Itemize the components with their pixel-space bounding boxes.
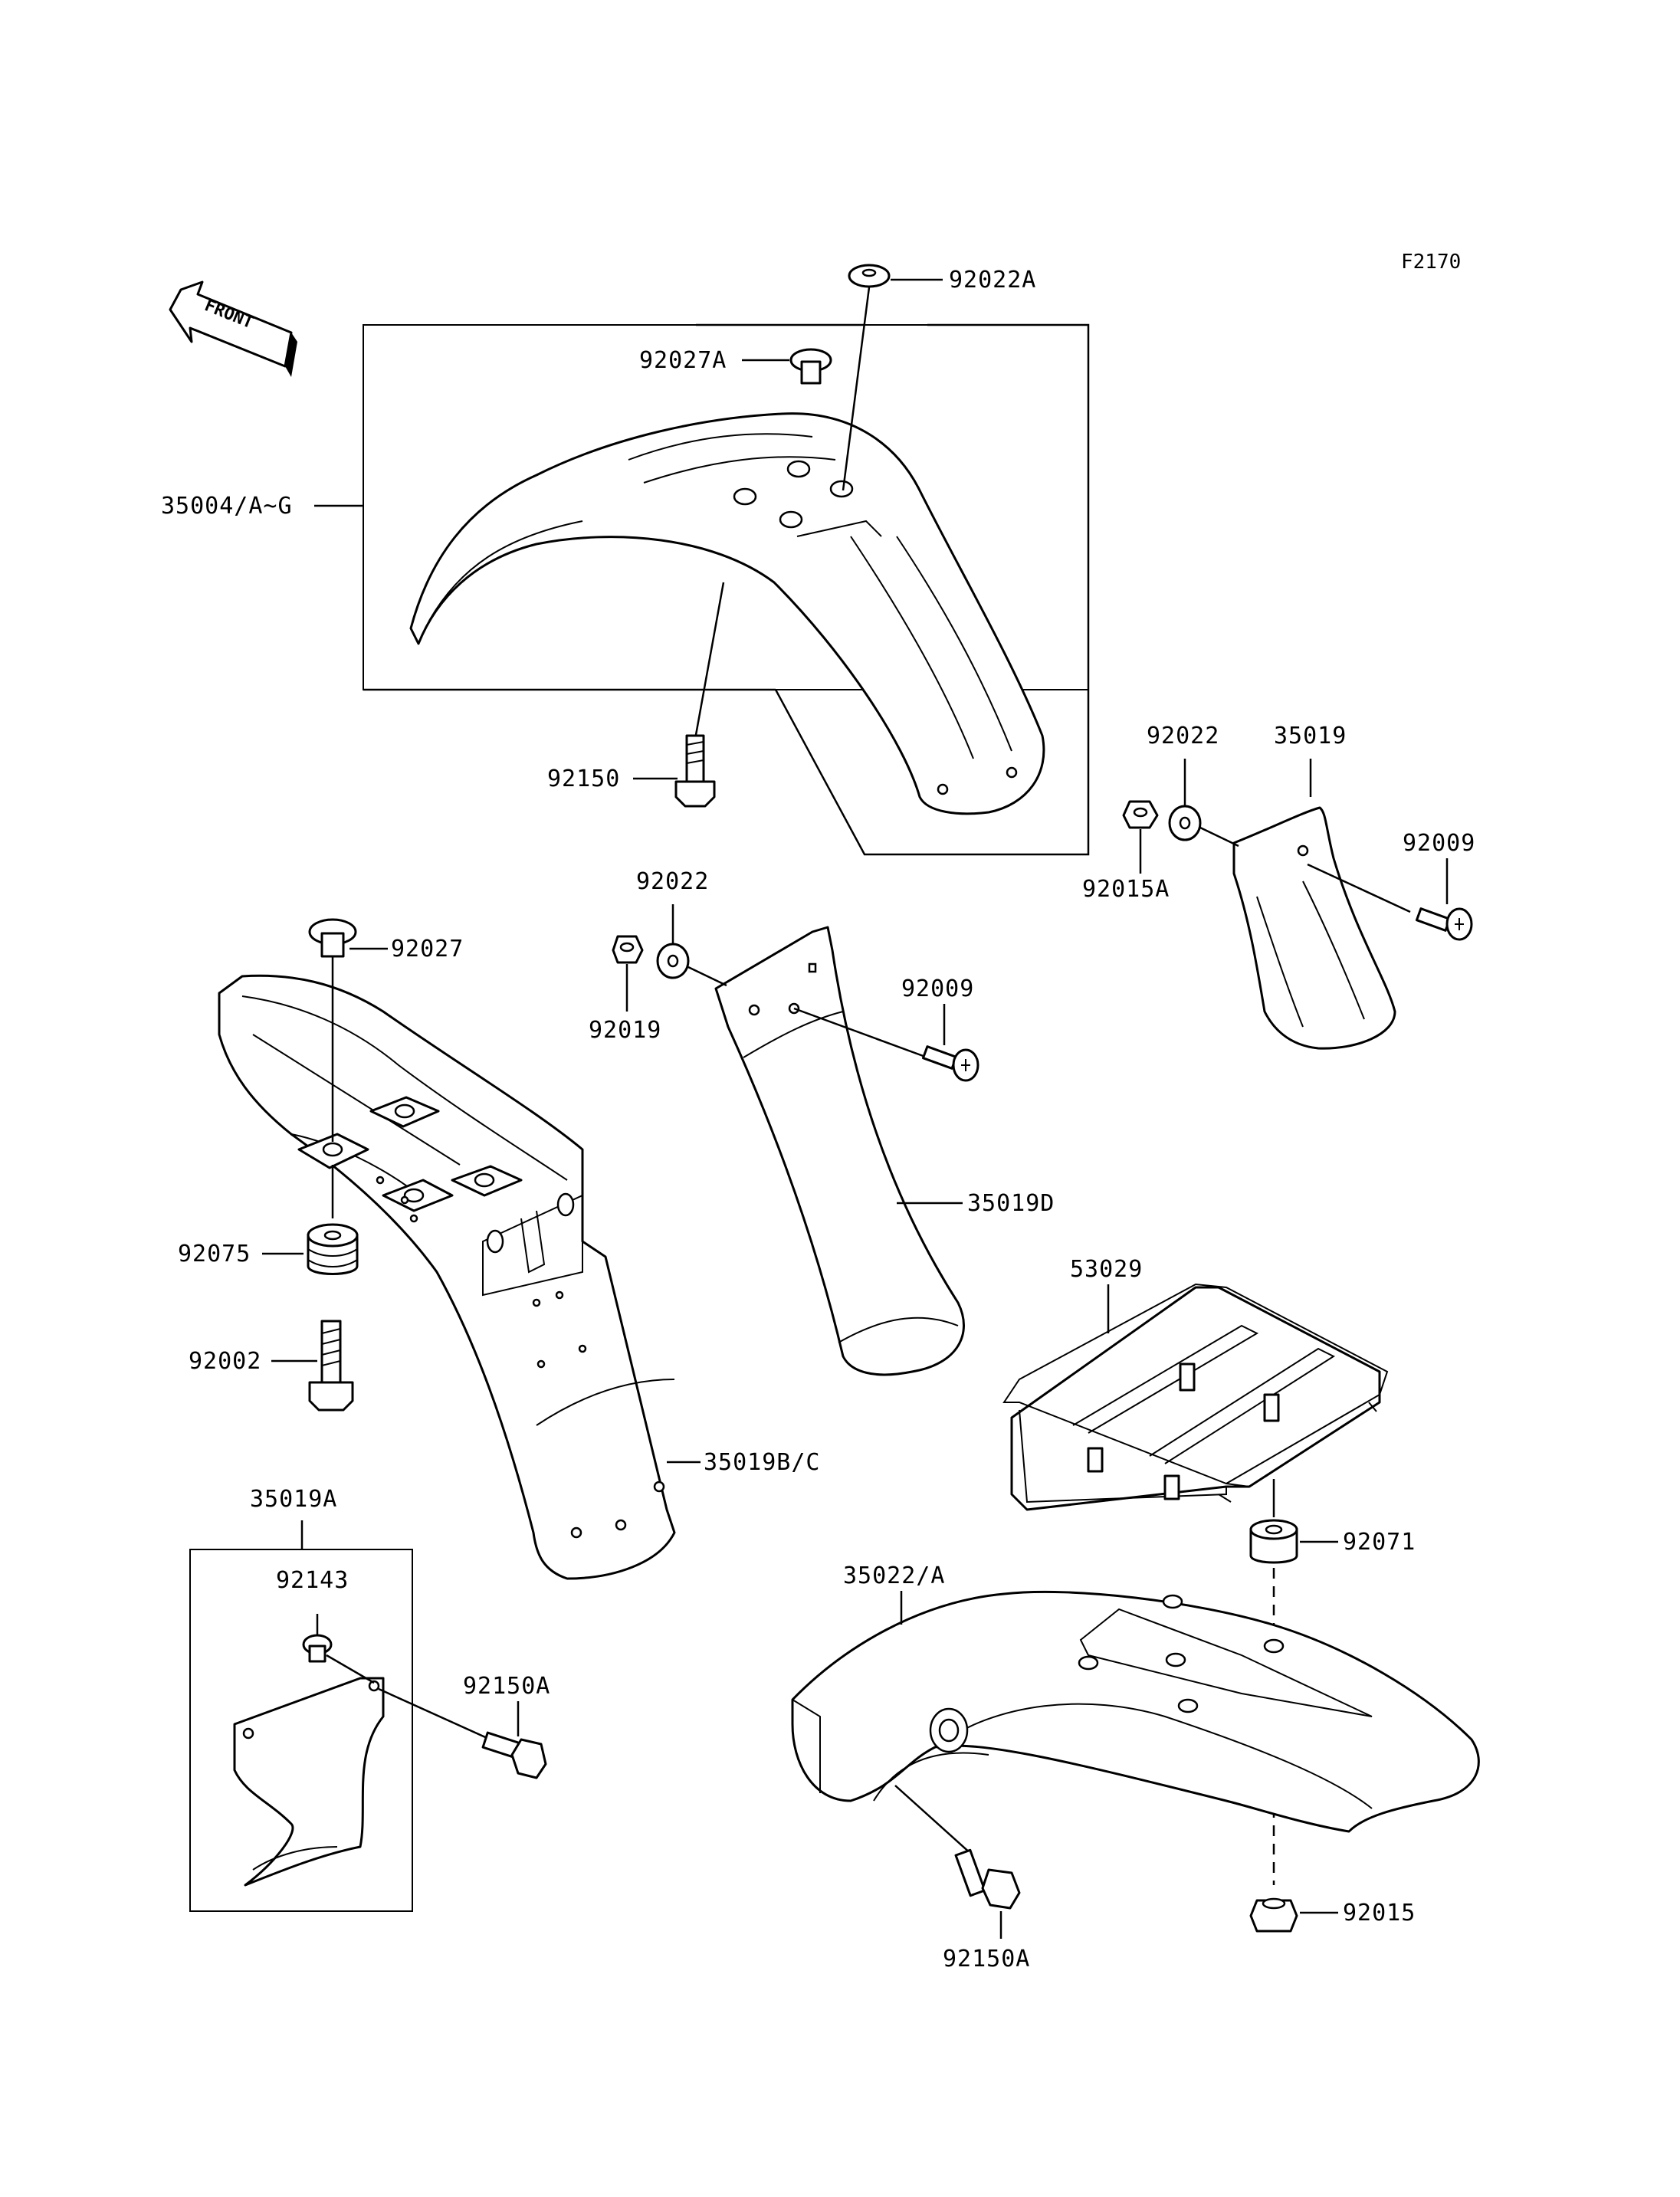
label-53029: 53029 bbox=[1070, 1256, 1143, 1283]
label-92019: 92019 bbox=[589, 1017, 661, 1044]
washer-icon bbox=[848, 264, 891, 288]
label-35019A: 35019A bbox=[250, 1486, 337, 1513]
label-35004: 35004/A~G bbox=[161, 493, 293, 520]
label-92009-mid: 92009 bbox=[901, 976, 974, 1002]
front-arrow-icon: FRONT bbox=[169, 280, 297, 377]
label-92075: 92075 bbox=[178, 1241, 251, 1267]
label-92027: 92027 bbox=[391, 936, 464, 962]
label-92150: 92150 bbox=[547, 766, 620, 792]
label-92143: 92143 bbox=[276, 1567, 349, 1594]
label-35019BC: 35019B/C bbox=[704, 1449, 821, 1476]
label-35019: 35019 bbox=[1274, 723, 1347, 749]
bolt-icon bbox=[954, 1848, 1021, 1910]
front-fender bbox=[409, 412, 1045, 815]
label-92022A: 92022A bbox=[949, 267, 1036, 293]
screw-icon bbox=[1415, 907, 1473, 941]
nut-icon bbox=[1249, 1897, 1298, 1933]
label-92071: 92071 bbox=[1343, 1529, 1416, 1556]
figure-code: F2170 bbox=[1401, 251, 1461, 274]
label-92009-right: 92009 bbox=[1403, 830, 1475, 857]
screw-icon bbox=[921, 1045, 979, 1082]
label-35019D: 35019D bbox=[967, 1190, 1055, 1217]
bolt-icon bbox=[674, 734, 716, 808]
label-92022-mid: 92022 bbox=[636, 868, 709, 895]
bolt-icon bbox=[308, 1320, 354, 1412]
mud-guard-plate bbox=[233, 1677, 385, 1887]
grommet-icon bbox=[1249, 1519, 1298, 1564]
label-92015A: 92015A bbox=[1082, 876, 1170, 903]
label-92150A-left: 92150A bbox=[463, 1673, 550, 1700]
rear-fender-outer bbox=[791, 1590, 1480, 1833]
label-92002: 92002 bbox=[189, 1348, 261, 1375]
collar-icon bbox=[302, 1634, 333, 1663]
collar-icon bbox=[308, 918, 357, 958]
label-92022-right: 92022 bbox=[1147, 723, 1219, 749]
label-92015: 92015 bbox=[1343, 1900, 1416, 1926]
mud-flap-long bbox=[714, 926, 965, 1376]
label-35022: 35022/A bbox=[843, 1562, 945, 1589]
grommet-icon bbox=[307, 1223, 359, 1275]
bolt-icon bbox=[481, 1731, 547, 1779]
carrier-rack bbox=[1002, 1283, 1389, 1511]
collar-icon bbox=[789, 348, 832, 385]
label-92150A-bottom: 92150A bbox=[943, 1946, 1030, 1972]
mud-flap-small bbox=[1232, 806, 1396, 1050]
label-92027A: 92027A bbox=[639, 347, 727, 374]
